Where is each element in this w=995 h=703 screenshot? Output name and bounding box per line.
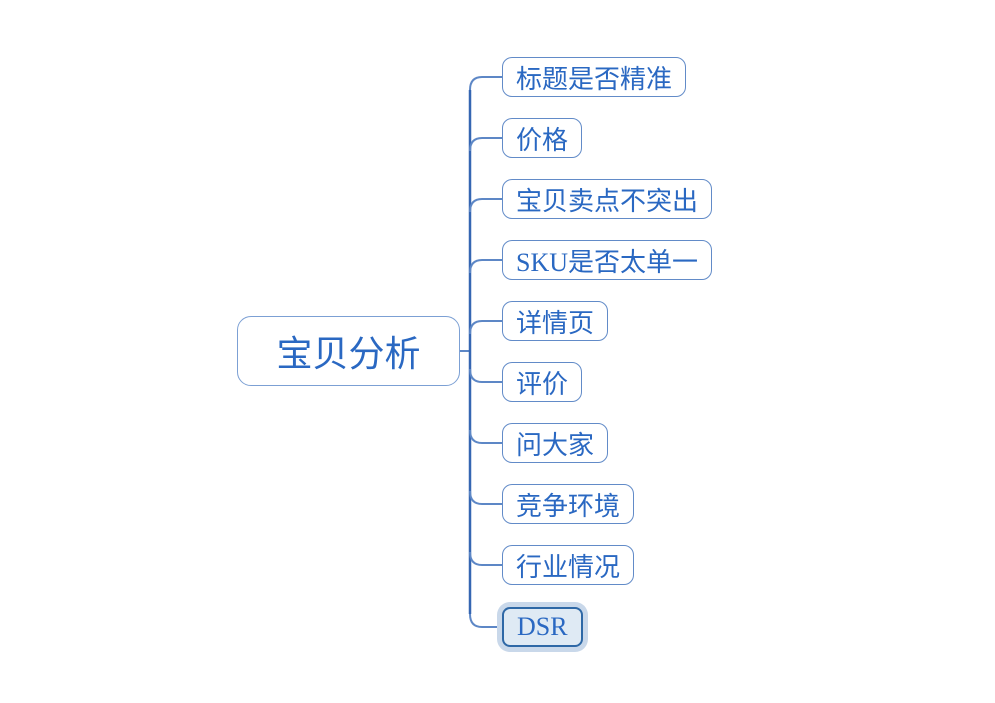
topic-competition[interactable]: 竞争环境 <box>502 484 635 524</box>
topic-label: 评价 <box>516 369 569 399</box>
topic-selling-points[interactable]: 宝贝卖点不突出 <box>502 179 713 219</box>
topic-title-accuracy[interactable]: 标题是否精准 <box>502 57 687 97</box>
topic-price[interactable]: 价格 <box>502 118 583 158</box>
branch-dsr <box>469 613 502 628</box>
topic-detail-page[interactable]: 详情页 <box>502 301 609 341</box>
topic-label: 价格 <box>516 125 569 155</box>
topic-sku[interactable]: SKU是否太单一 <box>502 240 713 280</box>
topic-label: 宝贝卖点不突出 <box>516 186 699 216</box>
topic-reviews[interactable]: 评价 <box>502 362 583 402</box>
branch-industry <box>469 551 502 566</box>
topic-dsr[interactable]: DSR <box>502 607 583 647</box>
topic-label: DSR <box>517 612 568 641</box>
topic-industry[interactable]: 行业情况 <box>502 545 635 585</box>
root-topic-label: 宝贝分析 <box>276 334 421 374</box>
branch-sku <box>469 259 502 274</box>
topic-ask-everyone[interactable]: 问大家 <box>502 423 609 463</box>
branch-reviews <box>469 368 502 383</box>
topic-label: SKU是否太单一 <box>516 247 699 277</box>
branch-competition <box>469 490 502 505</box>
branch-selling-points <box>469 198 502 213</box>
topic-label: 问大家 <box>516 430 595 460</box>
topic-label: 详情页 <box>516 308 595 338</box>
topic-label: 竞争环境 <box>516 491 621 521</box>
branch-ask-everyone <box>469 429 502 444</box>
topic-label: 标题是否精准 <box>516 64 673 94</box>
branch-detail-page <box>469 320 502 335</box>
branch-price <box>469 137 502 152</box>
root-topic-product-analysis[interactable]: 宝贝分析 <box>237 316 460 386</box>
branch-title-accuracy <box>469 76 502 91</box>
topic-label: 行业情况 <box>516 552 621 582</box>
